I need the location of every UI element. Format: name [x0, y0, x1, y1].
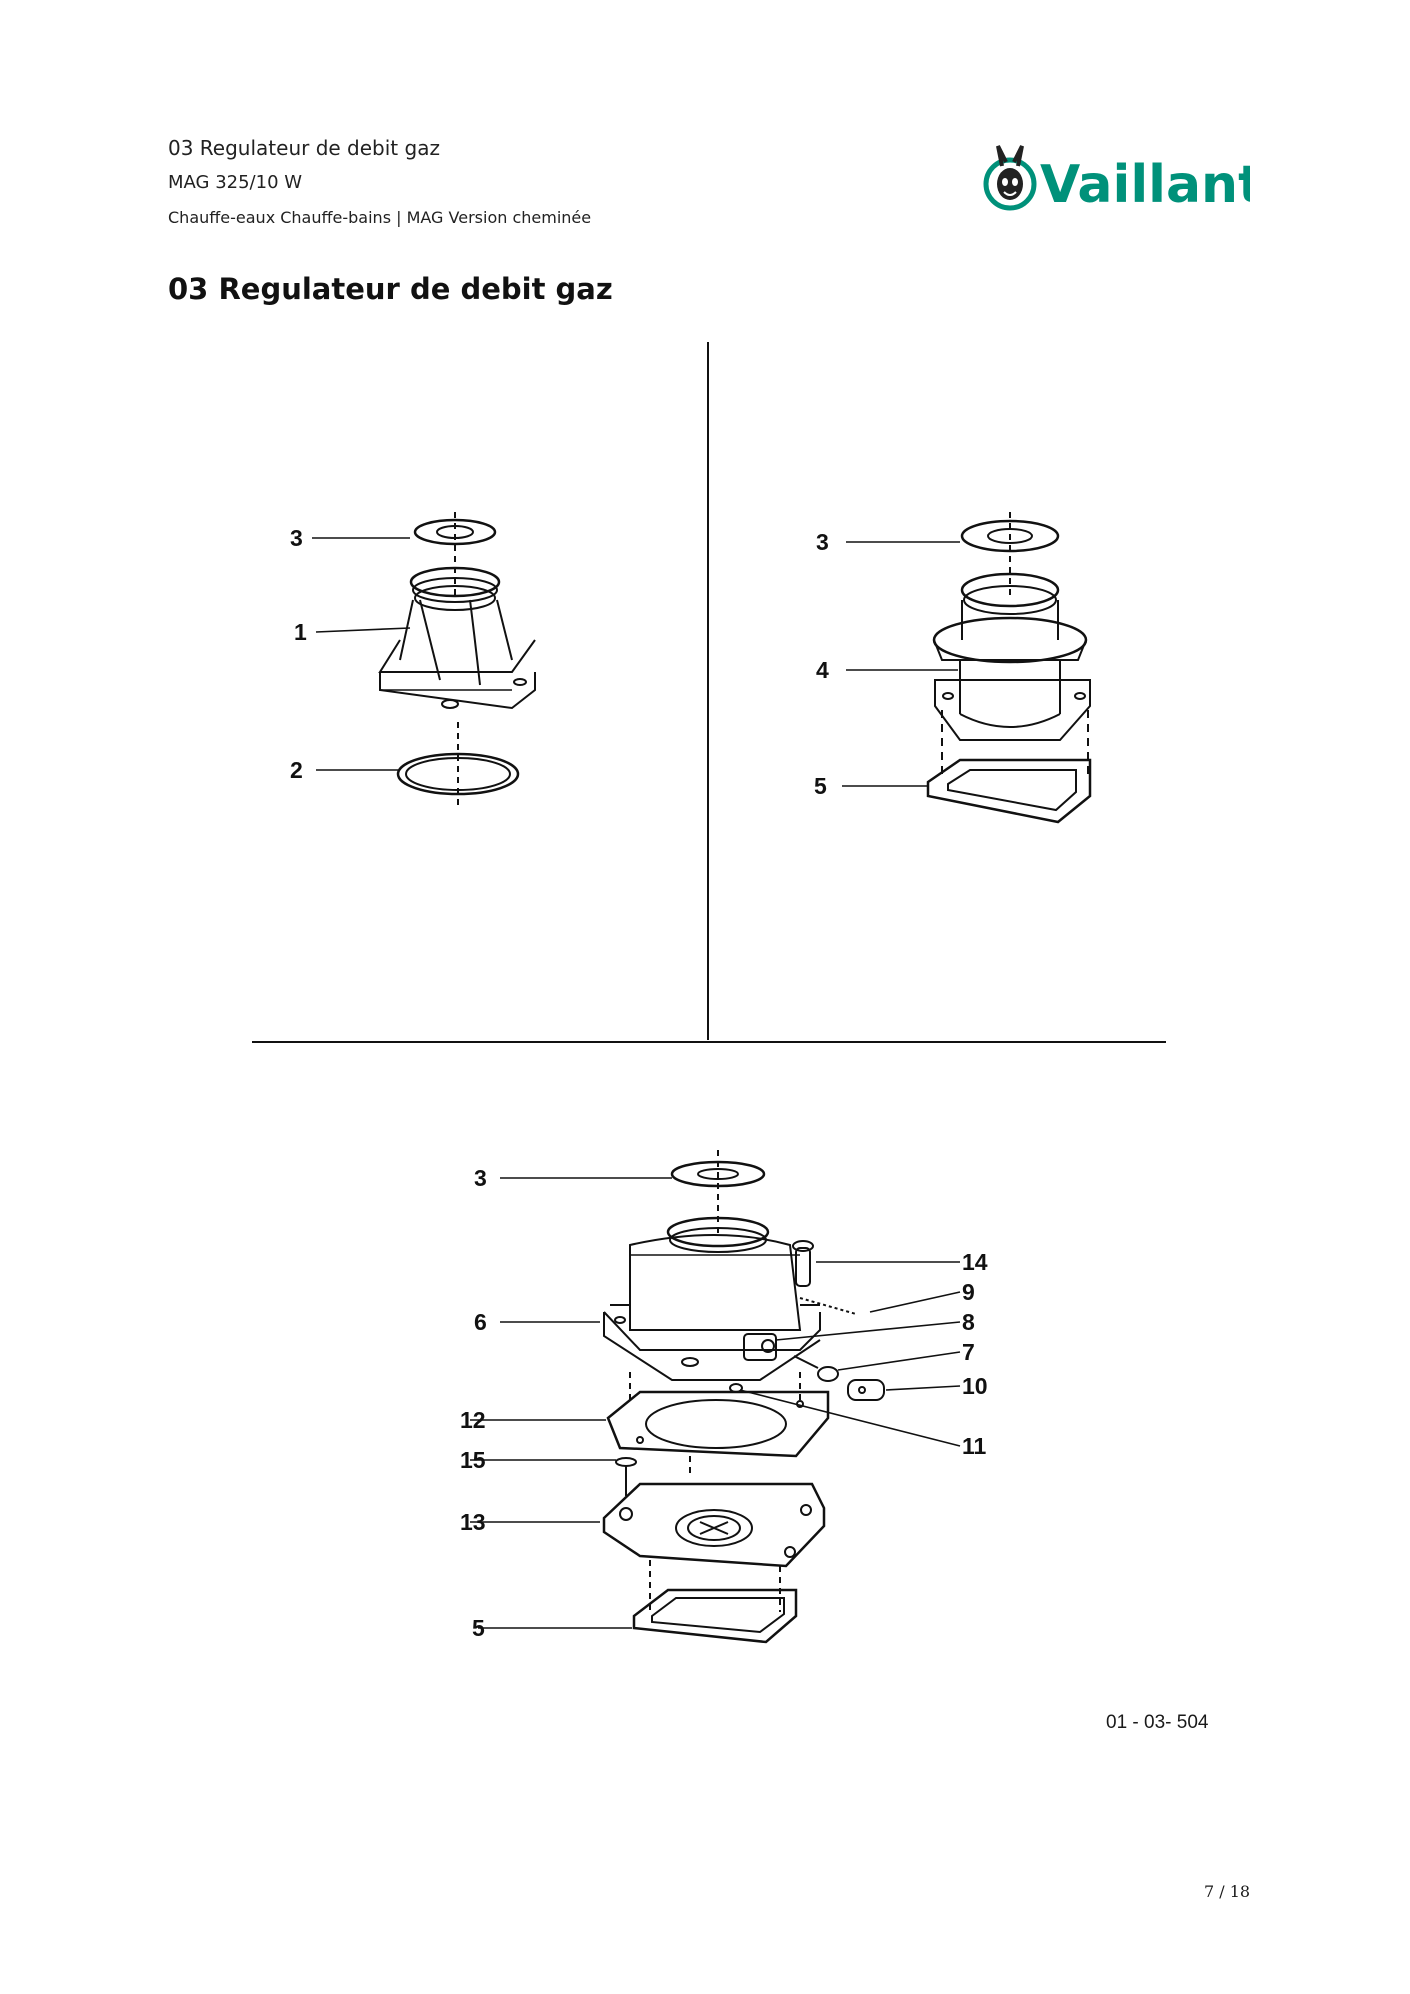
top-left-assembly	[378, 512, 536, 808]
callout-6: 6	[474, 1309, 487, 1335]
callout-8: 8	[962, 1309, 975, 1335]
callout-9: 9	[962, 1279, 975, 1305]
top-right-assembly	[926, 512, 1092, 824]
callout-12: 12	[460, 1407, 486, 1433]
callout-3-bottom: 3	[474, 1165, 487, 1191]
page-number: 7 / 18	[1204, 1882, 1251, 1901]
drawing-reference-number: 01 - 03- 504	[1106, 1712, 1209, 1733]
callout-3-top-right: 3	[816, 529, 829, 555]
callout-11: 11	[962, 1433, 987, 1459]
callout-5-bottom: 5	[472, 1615, 485, 1641]
callout-3-top-left: 3	[290, 525, 303, 551]
callout-13: 13	[460, 1509, 486, 1535]
callout-2: 2	[290, 757, 303, 783]
hare-logo-icon: Vaillant	[983, 145, 1263, 215]
callout-4: 4	[816, 657, 829, 683]
callout-10: 10	[962, 1373, 988, 1399]
bottom-assembly	[602, 1150, 885, 1644]
callout-14: 14	[962, 1249, 988, 1275]
page-title: 03 Regulateur de debit gaz	[168, 272, 613, 306]
callout-5-top-right: 5	[814, 773, 827, 799]
header-section-title: 03 Regulateur de debit gaz	[168, 136, 440, 160]
header-model: MAG 325/10 W	[168, 172, 303, 193]
logo-wordmark: Vaillant	[1040, 155, 1250, 215]
callout-15: 15	[460, 1447, 486, 1473]
vaillant-logo: Vaillant	[980, 140, 1263, 220]
callout-7: 7	[962, 1339, 975, 1365]
callout-1: 1	[294, 619, 307, 645]
header-category: Chauffe-eaux Chauffe-bains | MAG Version…	[168, 208, 592, 227]
